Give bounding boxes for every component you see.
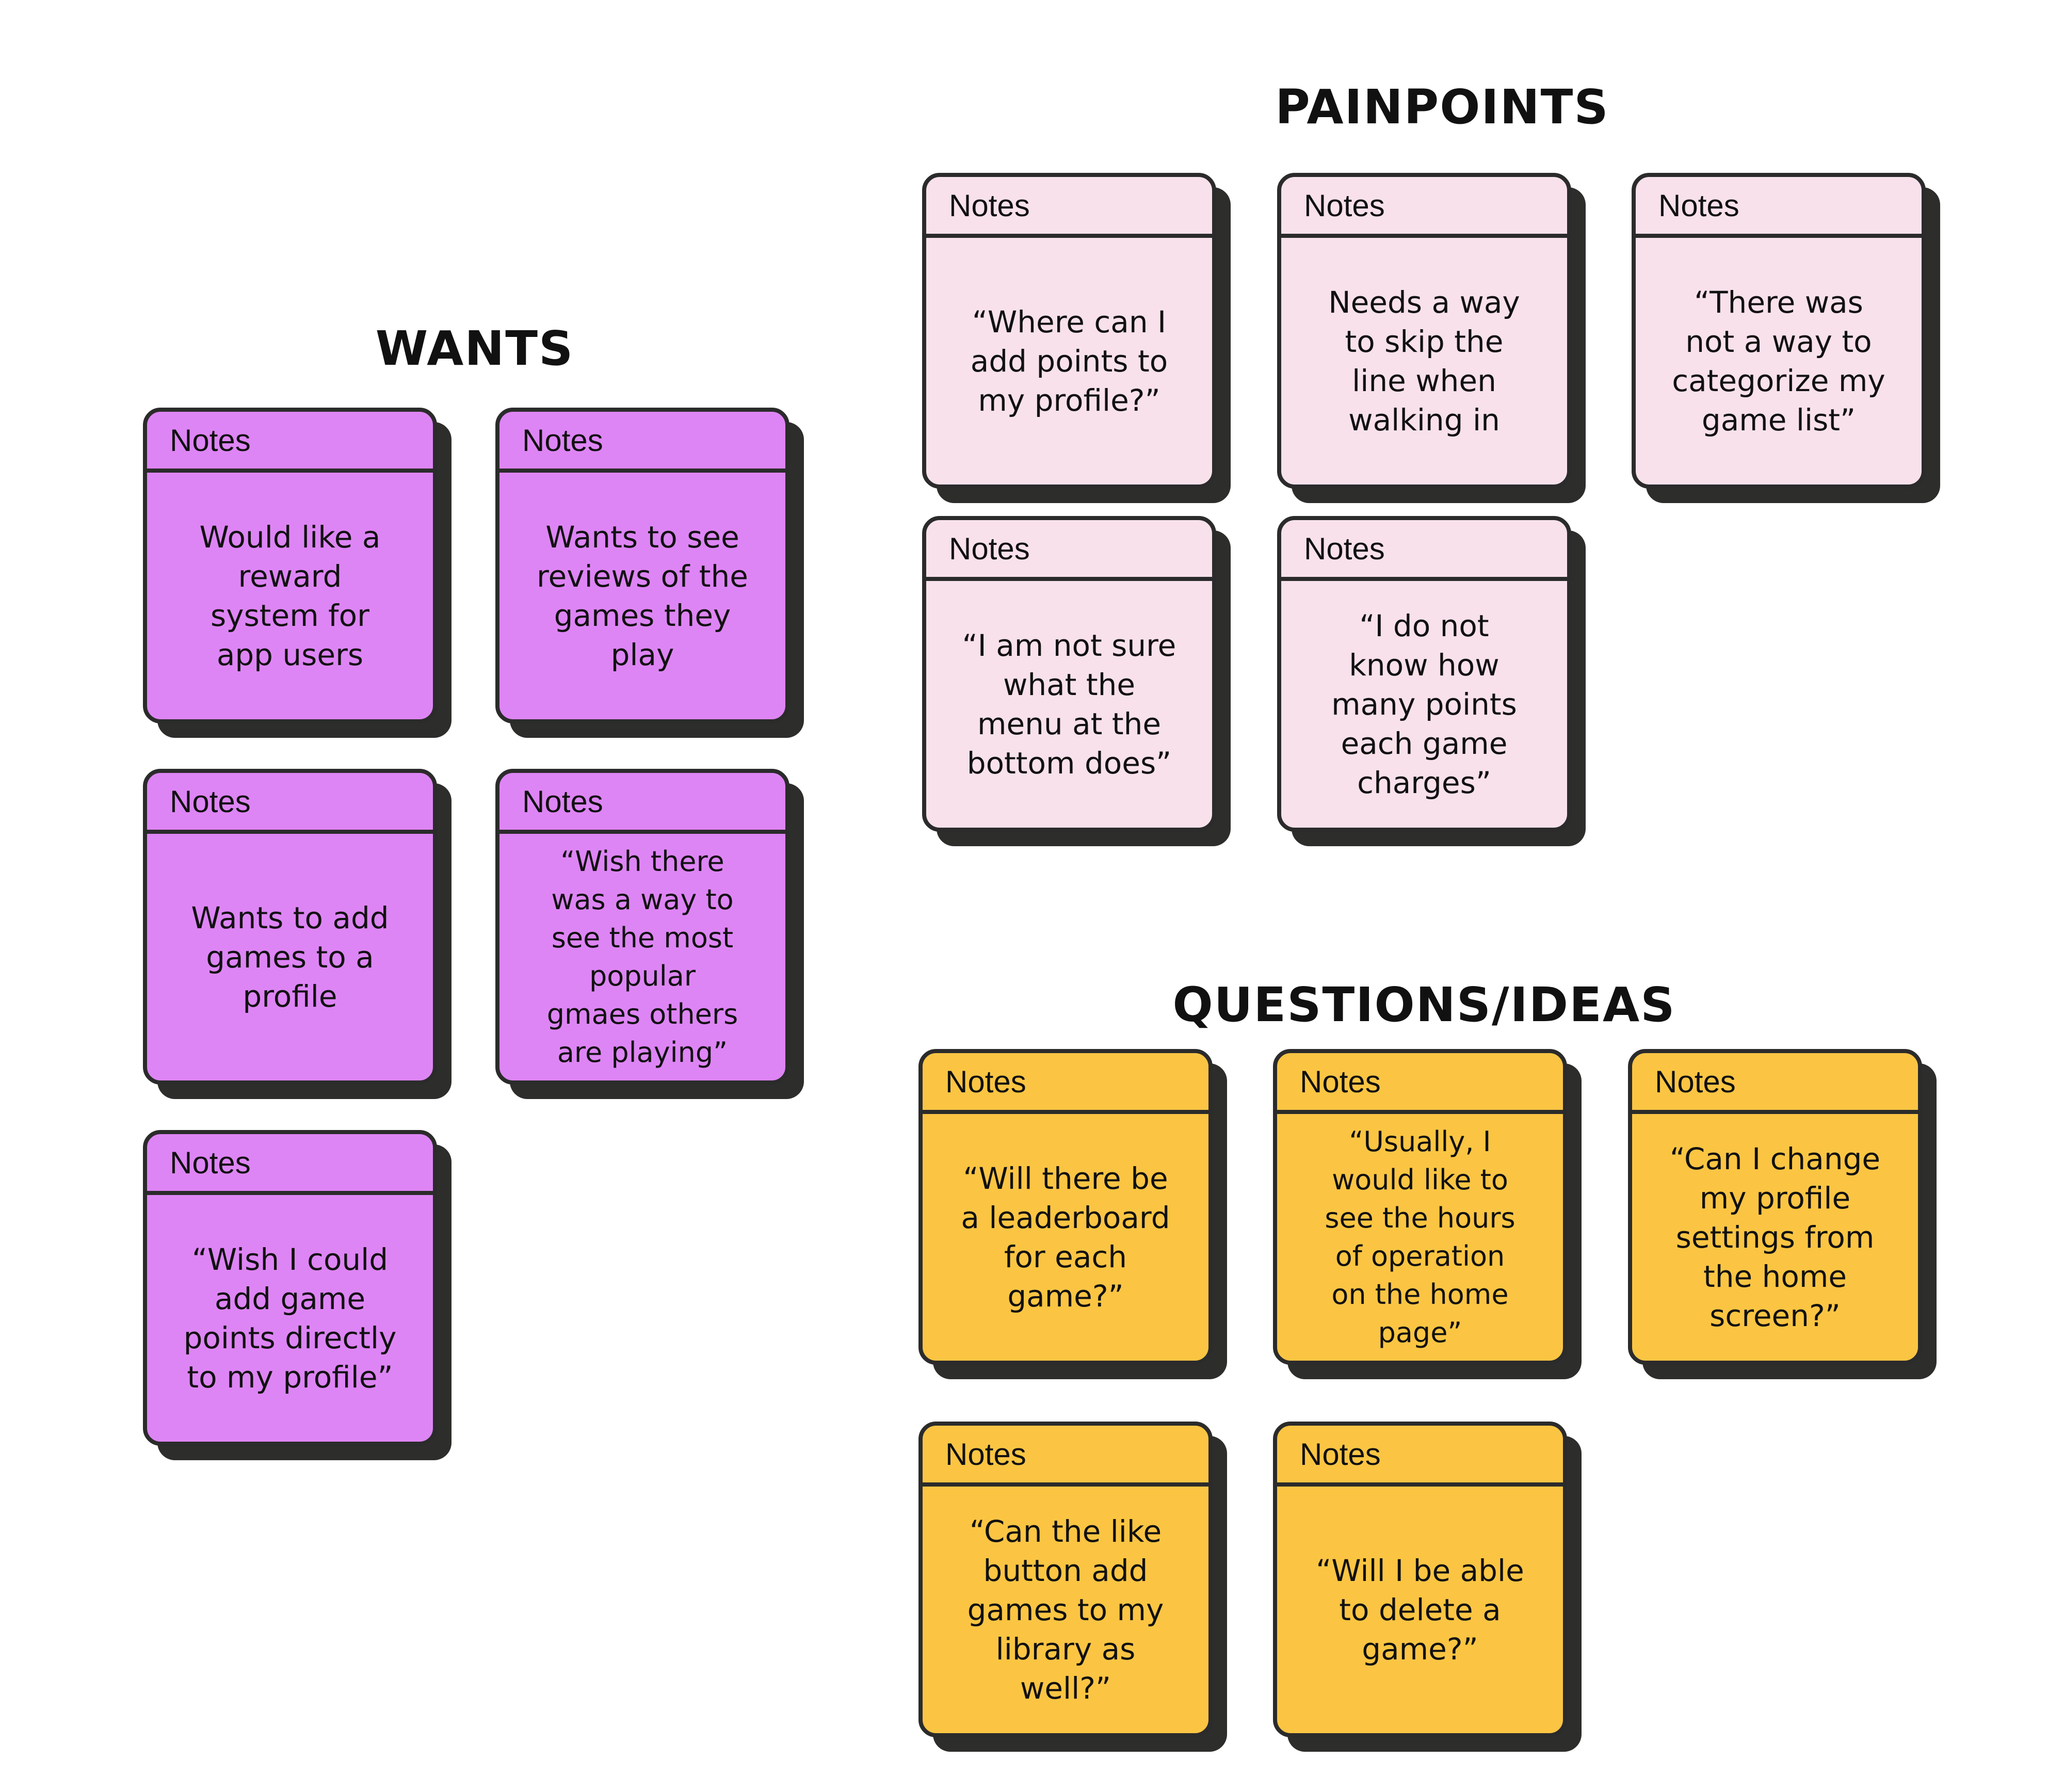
wants-note-2[interactable]: Notes Wants to see reviews of the games … xyxy=(495,408,804,738)
note-body: “Where can I add points to my profile?” xyxy=(926,238,1212,485)
wants-note-4[interactable]: Notes “Wish there was a way to see the m… xyxy=(495,769,804,1099)
questions-note-4[interactable]: Notes “Can the like button add games to … xyxy=(918,1422,1227,1752)
note-header: Notes xyxy=(923,1426,1208,1487)
painpoints-note-5[interactable]: Notes “I do not know how many points eac… xyxy=(1277,516,1586,846)
note-card: Notes Needs a way to skip the line when … xyxy=(1277,173,1571,489)
note-text: “Can the like button add games to my lib… xyxy=(967,1514,1164,1706)
note-header: Notes xyxy=(147,773,433,834)
note-header: Notes xyxy=(1281,177,1567,238)
note-card: Notes “I am not sure what the menu at th… xyxy=(922,516,1216,832)
note-card: Notes “Wish there was a way to see the m… xyxy=(495,769,789,1085)
note-body: Needs a way to skip the line when walkin… xyxy=(1281,238,1567,485)
note-header: Notes xyxy=(926,177,1212,238)
wants-note-3[interactable]: Notes Wants to add games to a profile xyxy=(143,769,452,1099)
note-card: Notes “Wish I could add game points dire… xyxy=(143,1130,437,1446)
note-body: “Can I change my profile settings from t… xyxy=(1632,1114,1918,1361)
note-text: “Will there be a leaderboard for each ga… xyxy=(961,1161,1170,1314)
note-body: “I do not know how many points each game… xyxy=(1281,581,1567,828)
painpoints-note-3[interactable]: Notes “There was not a way to categorize… xyxy=(1632,173,1940,503)
questions-note-2[interactable]: Notes “Usually, I would like to see the … xyxy=(1273,1049,1582,1379)
note-body: “Will I be able to delete a game?” xyxy=(1277,1487,1563,1733)
questions-note-1[interactable]: Notes “Will there be a leaderboard for e… xyxy=(918,1049,1227,1379)
note-body: Would like a reward system for app users xyxy=(147,473,433,719)
note-text: “I do not know how many points each game… xyxy=(1331,608,1517,800)
note-header: Notes xyxy=(923,1053,1208,1114)
note-header: Notes xyxy=(1277,1053,1563,1114)
note-header: Notes xyxy=(147,412,433,473)
questions-note-3[interactable]: Notes “Can I change my profile settings … xyxy=(1628,1049,1937,1379)
note-card: Notes “Can I change my profile settings … xyxy=(1628,1049,1922,1365)
note-text: “Will I be able to delete a game?” xyxy=(1316,1553,1524,1667)
note-text: “I am not sure what the menu at the bott… xyxy=(962,628,1176,781)
note-text: “Wish there was a way to see the most po… xyxy=(546,845,738,1069)
note-header: Notes xyxy=(1632,1053,1918,1114)
note-header: Notes xyxy=(1636,177,1922,238)
wants-note-1[interactable]: Notes Would like a reward system for app… xyxy=(143,408,452,738)
note-card: Notes “Where can I add points to my prof… xyxy=(922,173,1216,489)
note-text: “There was not a way to categorize my ga… xyxy=(1672,285,1885,438)
note-text: Wants to add games to a profile xyxy=(191,900,389,1014)
painpoints-heading: PAINPOINTS xyxy=(1275,79,1609,135)
note-header: Notes xyxy=(499,412,785,473)
note-body: Wants to see reviews of the games they p… xyxy=(499,473,785,719)
note-card: Notes Wants to see reviews of the games … xyxy=(495,408,789,723)
note-text: “Can I change my profile settings from t… xyxy=(1669,1141,1881,1333)
note-body: “Usually, I would like to see the hours … xyxy=(1277,1114,1563,1361)
note-body: “There was not a way to categorize my ga… xyxy=(1636,238,1922,485)
note-card: Notes Wants to add games to a profile xyxy=(143,769,437,1085)
note-body: “Wish I could add game points directly t… xyxy=(147,1195,433,1442)
note-card: Notes “Usually, I would like to see the … xyxy=(1273,1049,1567,1365)
note-header: Notes xyxy=(926,520,1212,581)
note-body: “Will there be a leaderboard for each ga… xyxy=(923,1114,1208,1361)
note-header: Notes xyxy=(1277,1426,1563,1487)
note-header: Notes xyxy=(499,773,785,834)
note-card: Notes “Will I be able to delete a game?” xyxy=(1273,1422,1567,1737)
note-text: Wants to see reviews of the games they p… xyxy=(537,520,748,672)
note-text: Would like a reward system for app users xyxy=(199,520,381,672)
note-text: “Wish I could add game points directly t… xyxy=(183,1242,397,1395)
note-card: Notes “Will there be a leaderboard for e… xyxy=(918,1049,1213,1365)
note-body: Wants to add games to a profile xyxy=(147,834,433,1080)
note-card: Notes “I do not know how many points eac… xyxy=(1277,516,1571,832)
note-body: “Wish there was a way to see the most po… xyxy=(499,834,785,1080)
painpoints-note-1[interactable]: Notes “Where can I add points to my prof… xyxy=(922,173,1231,503)
note-body: “Can the like button add games to my lib… xyxy=(923,1487,1208,1733)
note-header: Notes xyxy=(147,1134,433,1195)
painpoints-note-4[interactable]: Notes “I am not sure what the menu at th… xyxy=(922,516,1231,846)
questions-ideas-heading: QUESTIONS/IDEAS xyxy=(1172,977,1676,1032)
note-text: Needs a way to skip the line when walkin… xyxy=(1328,285,1520,438)
note-text: “Where can I add points to my profile?” xyxy=(970,304,1168,418)
note-header: Notes xyxy=(1281,520,1567,581)
questions-note-5[interactable]: Notes “Will I be able to delete a game?” xyxy=(1273,1422,1582,1752)
note-card: Notes Would like a reward system for app… xyxy=(143,408,437,723)
note-card: Notes “There was not a way to categorize… xyxy=(1632,173,1926,489)
painpoints-note-2[interactable]: Notes Needs a way to skip the line when … xyxy=(1277,173,1586,503)
note-body: “I am not sure what the menu at the bott… xyxy=(926,581,1212,828)
note-card: Notes “Can the like button add games to … xyxy=(918,1422,1213,1737)
wants-heading: WANTS xyxy=(375,321,574,376)
note-text: “Usually, I would like to see the hours … xyxy=(1325,1125,1515,1349)
wants-note-5[interactable]: Notes “Wish I could add game points dire… xyxy=(143,1130,452,1460)
